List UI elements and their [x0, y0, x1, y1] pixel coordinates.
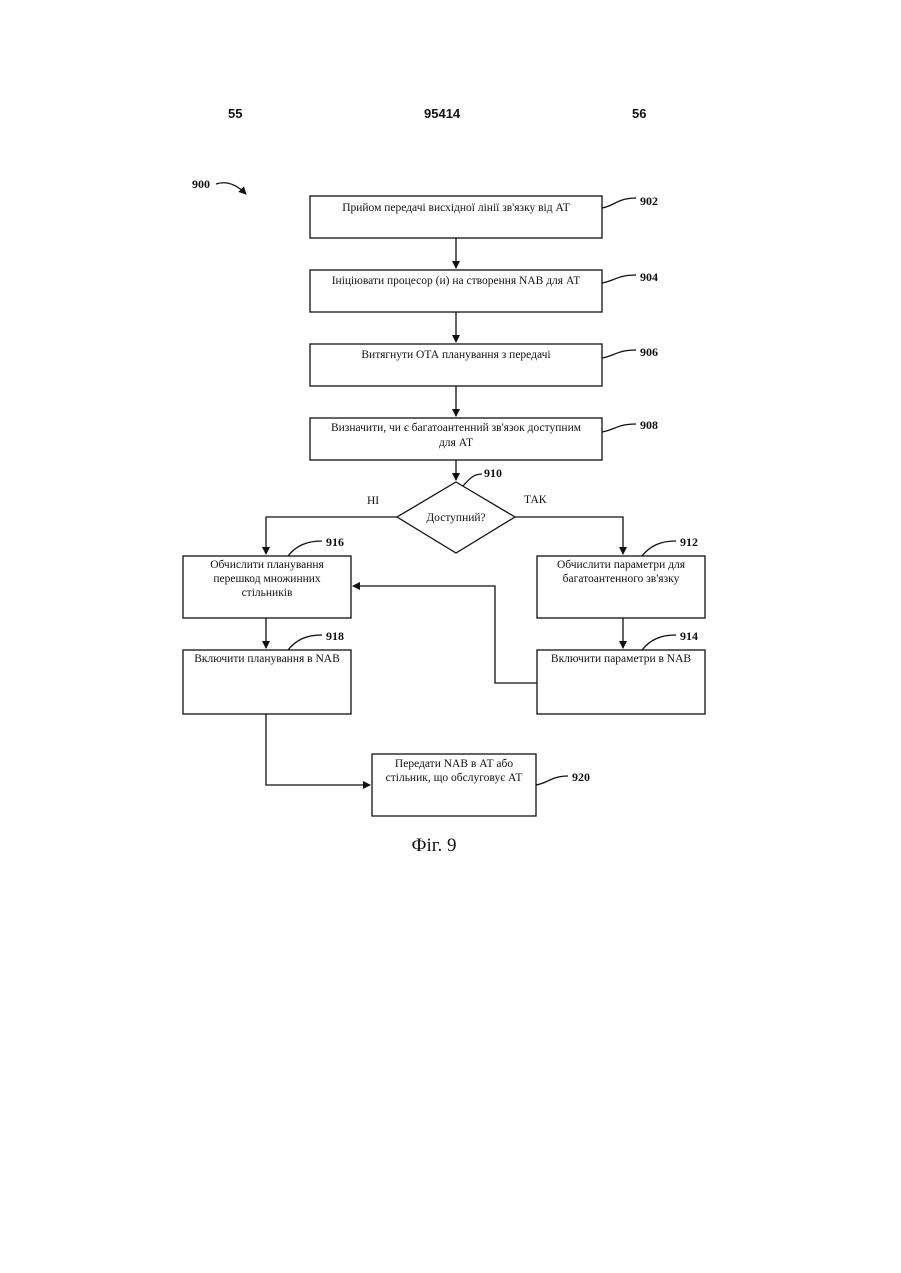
step-912-text-1: Обчислити параметри для: [557, 559, 686, 571]
decision-910-text: Доступний?: [426, 512, 485, 524]
step-904-text: Ініціювати процесор (и) на створення NAB…: [332, 275, 581, 287]
step-916-text-3: стільників: [242, 587, 293, 599]
figure-ref-900: 900: [192, 177, 210, 191]
step-918-text: Включити планування в NAB: [194, 653, 340, 665]
step-914-ref: 914: [680, 629, 698, 643]
figure-ref-arrow: [216, 183, 246, 194]
step-916-ref: 916: [326, 535, 344, 549]
step-906-text: Витягнути ОТА планування з передачі: [361, 349, 550, 361]
arrow-910-912: [515, 517, 623, 554]
step-916-leader: [288, 541, 322, 556]
step-920-text-2: стільник, що обслуговує АТ: [386, 772, 523, 784]
step-908-ref: 908: [640, 418, 658, 432]
step-920-ref: 920: [572, 770, 590, 784]
step-916-text-1: Обчислити планування: [210, 559, 324, 571]
step-908-text-1: Визначити, чи є багатоантенний зв'язок д…: [331, 422, 582, 434]
step-906-leader: [602, 350, 636, 358]
step-904-leader: [602, 275, 636, 283]
step-920-leader: [536, 776, 568, 785]
step-914-leader: [642, 635, 676, 650]
step-916-text-2: перешкод множинних: [213, 573, 321, 585]
step-902-leader: [602, 198, 636, 208]
step-906-ref: 906: [640, 345, 658, 359]
step-902-ref: 902: [640, 194, 658, 208]
step-918-ref: 918: [326, 629, 344, 643]
step-912-leader: [642, 541, 676, 556]
step-908-leader: [602, 424, 636, 432]
arrow-914-916: [353, 586, 537, 683]
step-918-leader: [288, 635, 322, 650]
step-912-ref: 912: [680, 535, 698, 549]
branch-yes-label: ТАК: [524, 494, 547, 506]
arrow-918-920: [266, 714, 370, 785]
decision-910-leader: [463, 474, 482, 486]
step-914-text: Включити параметри в NAB: [551, 653, 691, 665]
step-904-ref: 904: [640, 270, 658, 284]
step-908-text-2: для АТ: [439, 437, 473, 449]
step-920-text-1: Передати NAB в АТ або: [395, 758, 513, 770]
step-912-text-2: багатоантенного зв'язку: [563, 573, 680, 585]
branch-no-label: НІ: [367, 495, 379, 507]
decision-910-ref: 910: [484, 466, 502, 480]
figure-caption: Фіг. 9: [412, 835, 457, 856]
step-902-text: Прийом передачі висхідної лінії зв'язку …: [342, 202, 570, 214]
